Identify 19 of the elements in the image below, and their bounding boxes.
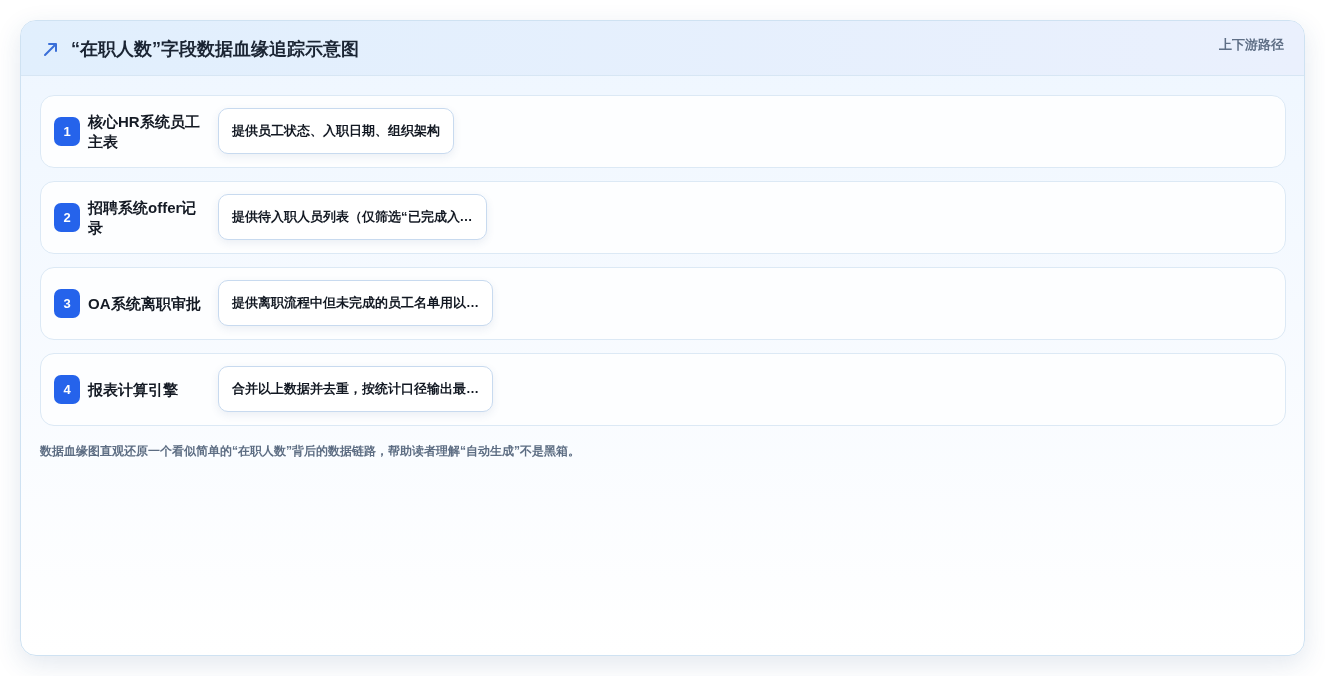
step-number: 1 xyxy=(54,117,80,146)
description-card: 提供待入职人员列表（仅筛选“已完成入… xyxy=(218,194,487,240)
step-title: 报表计算引擎 xyxy=(88,379,178,400)
step-title: 核心HR系统员工主表 xyxy=(88,111,201,152)
caption-text: 数据血缘图直观还原一个看似简单的“在职人数”背后的数据链路，帮助读者理解“自动生成”不是黑箱。 xyxy=(40,443,580,460)
description-card: 合并以上数据并去重，按统计口径输出最… xyxy=(218,366,493,412)
step-row xyxy=(40,267,1286,340)
step-number: 2 xyxy=(54,203,80,232)
diagram-title: “在职人数”字段数据血缘追踪示意图 xyxy=(71,38,359,61)
description-card: 提供员工状态、入职日期、组织架构 xyxy=(218,108,454,154)
step-row xyxy=(40,353,1286,426)
description-card: 提供离职流程中但未完成的员工名单用以… xyxy=(218,280,493,326)
step-title: 招聘系统offer记录 xyxy=(88,197,198,238)
step-row xyxy=(40,95,1286,168)
step-row xyxy=(40,181,1286,254)
step-number: 4 xyxy=(54,375,80,404)
step-title: OA系统离职审批 xyxy=(88,293,201,314)
step-number: 3 xyxy=(54,289,80,318)
header-label: 上下游路径 xyxy=(1219,37,1284,53)
